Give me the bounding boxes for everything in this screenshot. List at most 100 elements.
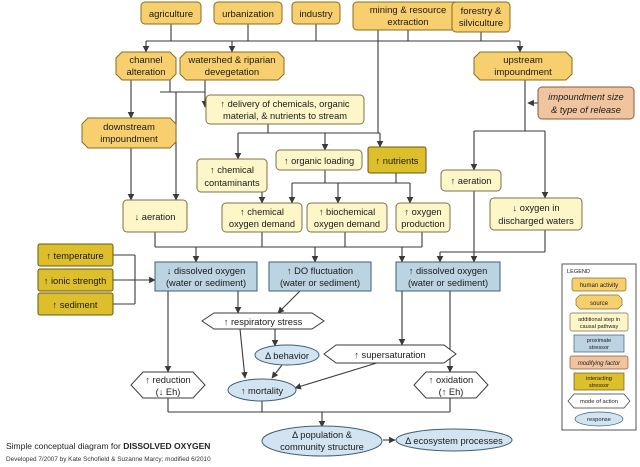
ionic-label: ↑ ionic strength <box>44 276 107 286</box>
cod-label-1: ↑ chemical <box>240 207 284 217</box>
reduction-label-2: (↓ Eh) <box>156 387 181 397</box>
oxprod-label-2: production <box>401 219 444 229</box>
mining-label-2: extraction <box>387 17 428 28</box>
do-up-label-1: ↑ dissolved oxygen <box>409 266 488 276</box>
oxdis-label-2: discharged waters <box>498 216 574 226</box>
caption-subject: DISSOLVED OXYGEN <box>123 441 211 451</box>
temperature-label: ↑ temperature <box>46 251 103 261</box>
modifying-impoundment-size: impoundment size & type of release <box>537 86 635 120</box>
chem-cont-label-2: contaminants <box>204 178 260 188</box>
nutrients-label: ↑ nutrients <box>376 156 419 166</box>
mortality-label: ↑ mortality <box>241 386 284 396</box>
response-behavior: Δ behavior <box>254 344 320 366</box>
supersat-label: ↑ supersaturation <box>354 350 425 360</box>
legend-additional-1: additional step in <box>578 317 620 323</box>
do-fluct-label-1: ↑ DO fluctuation <box>287 266 353 276</box>
response-population: Δ population & community structure <box>261 425 383 457</box>
bod-label-2: oxygen demand <box>314 219 380 229</box>
cod-label-2: oxygen demand <box>229 219 295 229</box>
source-upstream-impoundment: upstream impoundment <box>473 51 573 81</box>
downstream-label-1: downstream <box>103 122 155 133</box>
caption-title: Simple conceptual diagram for DISSOLVED … <box>6 441 210 451</box>
stressor-do-fluctuation: ↑ DO fluctuation (water or sediment) <box>268 261 372 292</box>
response-ecosystem: Δ ecosystem processes <box>395 428 513 452</box>
step-oxygen-discharged: ↓ oxygen in discharged waters <box>489 197 583 231</box>
mining-label-1: mining & resource <box>370 5 447 16</box>
downstream-label-2: impoundment <box>100 134 158 145</box>
step-aeration-right: ↑ aeration <box>440 169 502 192</box>
watershed-label-2: devegetation <box>205 67 259 78</box>
connector-lines <box>113 24 549 444</box>
mode-oxidation: ↑ oxidation (↑ Eh) <box>413 371 489 399</box>
forestry-label-2: silviculture <box>459 18 503 29</box>
legend-source: source <box>590 301 609 307</box>
legend-interacting-1: interacting <box>586 376 612 382</box>
impsize-label-1: impoundment size <box>548 92 623 102</box>
source-agriculture: agriculture <box>140 1 202 25</box>
forestry-label-1: forestry & <box>461 6 502 17</box>
upstream-label-2: impoundment <box>494 67 552 78</box>
source-downstream-impoundment: downstream impoundment <box>81 117 177 149</box>
ecosystem-label: Δ ecosystem processes <box>405 436 503 446</box>
upstream-label-1: upstream <box>503 55 543 66</box>
source-forestry: forestry & silviculture <box>451 1 511 33</box>
reduction-label-1: ↑ reduction <box>145 375 190 385</box>
watershed-label-1: watershed & riparian <box>187 55 275 66</box>
channel-label-2: alteration <box>126 67 165 78</box>
response-mortality: ↑ mortality <box>227 378 297 402</box>
legend-mode: mode of action <box>580 399 618 405</box>
channel-label-1: channel <box>129 55 162 66</box>
source-channel-alteration: channel alteration <box>115 51 177 81</box>
aeration-left-label: ↓ aeration <box>135 212 176 222</box>
caption-prefix: Simple conceptual diagram for <box>6 441 121 451</box>
population-label-2: community structure <box>280 442 364 452</box>
bod-label-1: ↑ biochemical <box>319 207 375 217</box>
step-oxygen-production: ↑ oxygen production <box>395 202 451 233</box>
legend-proximate-2: stressor <box>589 345 609 351</box>
population-label-1: Δ population & <box>292 430 353 440</box>
mode-respiratory-stress: ↑ respiratory stress <box>201 312 325 330</box>
interacting-nutrients: ↑ nutrients <box>367 146 427 174</box>
do-down-label-2: (water or sediment) <box>166 278 246 288</box>
source-watershed-devegetation: watershed & riparian devegetation <box>179 51 285 81</box>
stressor-do-increase: ↑ dissolved oxygen (water or sediment) <box>395 261 501 292</box>
oxprod-label-1: ↑ oxygen <box>404 207 441 217</box>
sediment-label: ↑ sediment <box>53 300 98 310</box>
impsize-label-2: & type of release <box>551 105 621 115</box>
source-mining: mining & resource extraction <box>352 1 464 31</box>
agriculture-label: agriculture <box>149 9 193 20</box>
caption-credits: Developed 7/2007 by Kate Schofield & Suz… <box>6 456 211 463</box>
interacting-sediment: ↑ sediment <box>37 292 114 316</box>
stressor-do-decrease: ↓ dissolved oxygen (water or sediment) <box>154 261 258 292</box>
do-fluct-label-2: (water or sediment) <box>280 278 360 288</box>
urbanization-label: urbanization <box>222 9 274 20</box>
legend-title: LEGEND <box>567 269 590 275</box>
legend-human-activity: human activity <box>580 283 618 289</box>
legend: LEGEND human activity source additional … <box>561 263 637 431</box>
step-biochemical-oxygen-demand: ↑ biochemical oxygen demand <box>306 202 388 233</box>
step-delivery: ↑ delivery of chemicals, organic materia… <box>205 94 365 125</box>
legend-interacting-2: stressor <box>589 383 609 389</box>
legend-modifying: modifying factor <box>578 361 621 367</box>
step-organic-loading: ↑ organic loading <box>275 149 363 171</box>
interacting-temperature: ↑ temperature <box>37 243 114 267</box>
organic-loading-label: ↑ organic loading <box>284 156 354 166</box>
industry-label: industry <box>299 9 333 20</box>
source-industry: industry <box>291 1 341 25</box>
chem-cont-label-1: ↑ chemical <box>210 165 254 175</box>
oxidation-label-1: ↑ oxidation <box>429 375 473 385</box>
resp-stress-label: ↑ respiratory stress <box>224 317 303 327</box>
legend-response: response <box>587 417 611 423</box>
mode-reduction: ↑ reduction (↓ Eh) <box>130 371 206 399</box>
legend-additional-2: causal pathway <box>580 324 619 330</box>
legend-proximate-1: proximate <box>587 338 612 344</box>
mode-supersaturation: ↑ supersaturation <box>323 344 457 364</box>
oxdis-label-1: ↓ oxygen in <box>512 203 559 213</box>
behavior-label: Δ behavior <box>265 351 309 361</box>
delivery-label-2: material, & nutrients to stream <box>223 111 347 121</box>
delivery-label-1: ↑ delivery of chemicals, organic <box>220 99 350 109</box>
do-up-label-2: (water or sediment) <box>408 278 488 288</box>
source-urbanization: urbanization <box>213 1 283 25</box>
